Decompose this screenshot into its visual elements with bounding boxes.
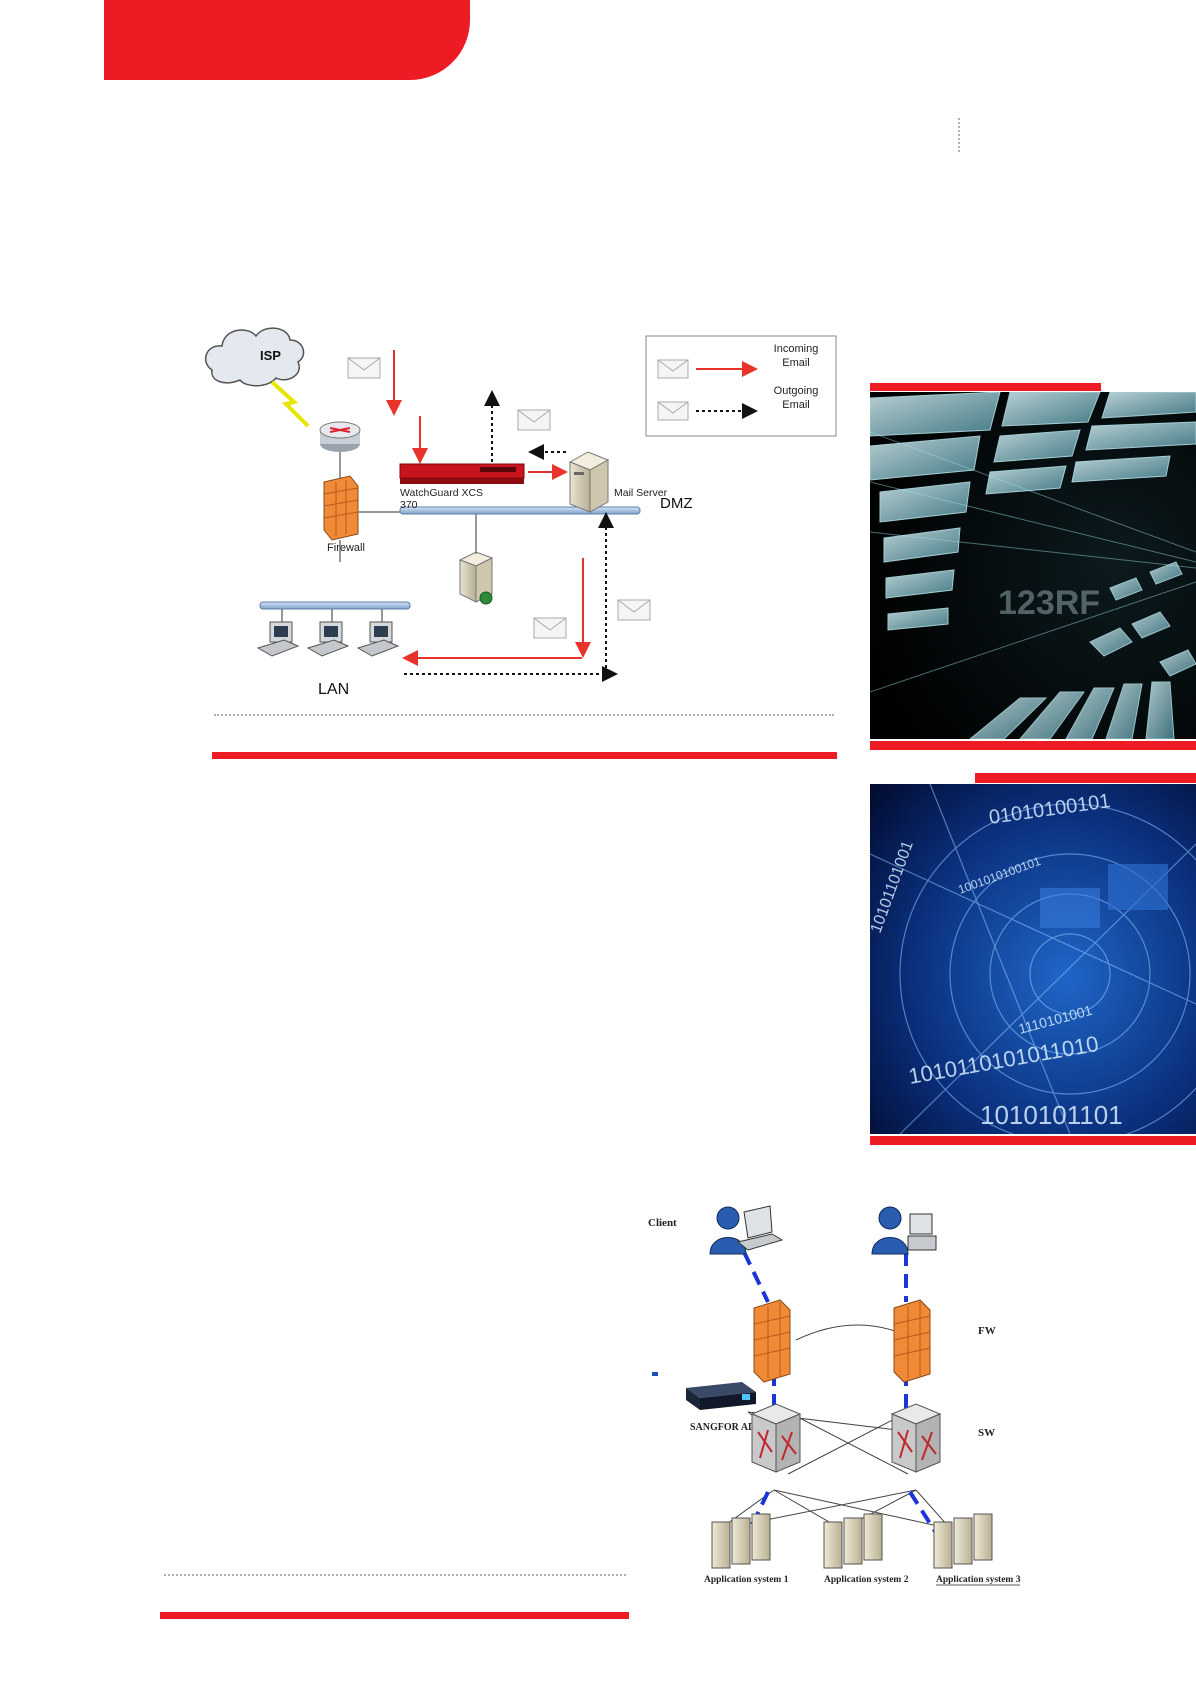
switch-icon [750, 1403, 802, 1473]
server-icon [751, 1513, 771, 1561]
outgoing-email-flow [404, 390, 618, 682]
envelope-icon [657, 401, 689, 421]
user-laptop-icon [709, 1205, 784, 1255]
firewall-icon [323, 475, 359, 541]
app-label-2: Application system 2 [824, 1575, 909, 1585]
envelope-icon [533, 617, 567, 639]
switch-icon [890, 1403, 942, 1473]
load-balancer-icon [686, 1382, 756, 1410]
lan-bus [259, 601, 411, 610]
load-balancing-diagram: Client FW SANGFOR AD SW [648, 1205, 1021, 1586]
server-icon [973, 1513, 993, 1561]
app-label-1: Application system 1 [704, 1575, 789, 1585]
server-group-2 [823, 1513, 883, 1569]
client-label: Client [648, 1217, 677, 1229]
workstation-icon [256, 621, 300, 657]
mail-server-label: Mail Server [614, 487, 668, 499]
photo2-red-bar-top [975, 773, 1196, 783]
diagram2-red-bar [160, 1612, 629, 1619]
server-icon [843, 1517, 863, 1565]
photo1-red-bar-top [870, 383, 1101, 391]
envelope-icon [657, 359, 689, 379]
diagram2-dotted-rule [164, 1574, 626, 1576]
photo2-red-bar-bottom [870, 1136, 1196, 1145]
cloud-icon [204, 327, 305, 387]
sw-label: SW [978, 1427, 995, 1439]
server-group-1 [711, 1513, 771, 1569]
server-icon [731, 1517, 751, 1565]
diagram1-dotted-rule [214, 714, 834, 716]
photo1-red-bar-bottom [870, 741, 1196, 750]
dmz-bus [399, 506, 641, 515]
envelope-icon [347, 357, 381, 379]
server-icon [568, 451, 610, 513]
binary-code-photo: 01010100101 10101101001 1010110101011010… [870, 784, 1196, 1134]
firewall-icon [753, 1299, 791, 1383]
envelope-icon [617, 599, 651, 621]
server-icon [823, 1521, 843, 1569]
server-icon [711, 1521, 731, 1569]
workstation-icon [356, 621, 400, 657]
tech-panels-photo: 123RF [870, 392, 1196, 739]
header-red-tab [104, 0, 470, 80]
app-label-3: Application system 3 [936, 1575, 1021, 1585]
firewall-icon [893, 1299, 931, 1383]
isp-label: ISP [260, 348, 281, 363]
envelope-icon [517, 409, 551, 431]
user-desktop-icon [871, 1206, 937, 1255]
svg-text:1010101101: 1010101101 [980, 1100, 1123, 1130]
diagram1-red-bar [212, 752, 837, 759]
server-group-3 [933, 1513, 993, 1569]
router-icon [319, 421, 361, 452]
incoming-email-flow [386, 350, 591, 666]
sangfor-label: SANGFOR AD [690, 1422, 755, 1433]
server-icon [458, 551, 494, 605]
lightning-icon [270, 380, 310, 428]
server-icon [933, 1521, 953, 1569]
firewall-label: Firewall [327, 542, 365, 554]
server-icon [953, 1517, 973, 1565]
server-icon [863, 1513, 883, 1561]
photo-watermark: 123RF [998, 584, 1100, 622]
workstation-icon [306, 621, 350, 657]
marker-dot [652, 1372, 658, 1376]
appliance-icon [399, 463, 525, 484]
lan-label: LAN [318, 681, 349, 698]
dmz-label: DMZ [660, 495, 693, 512]
fw-label: FW [978, 1325, 996, 1337]
header-dotted-divider [958, 118, 960, 152]
